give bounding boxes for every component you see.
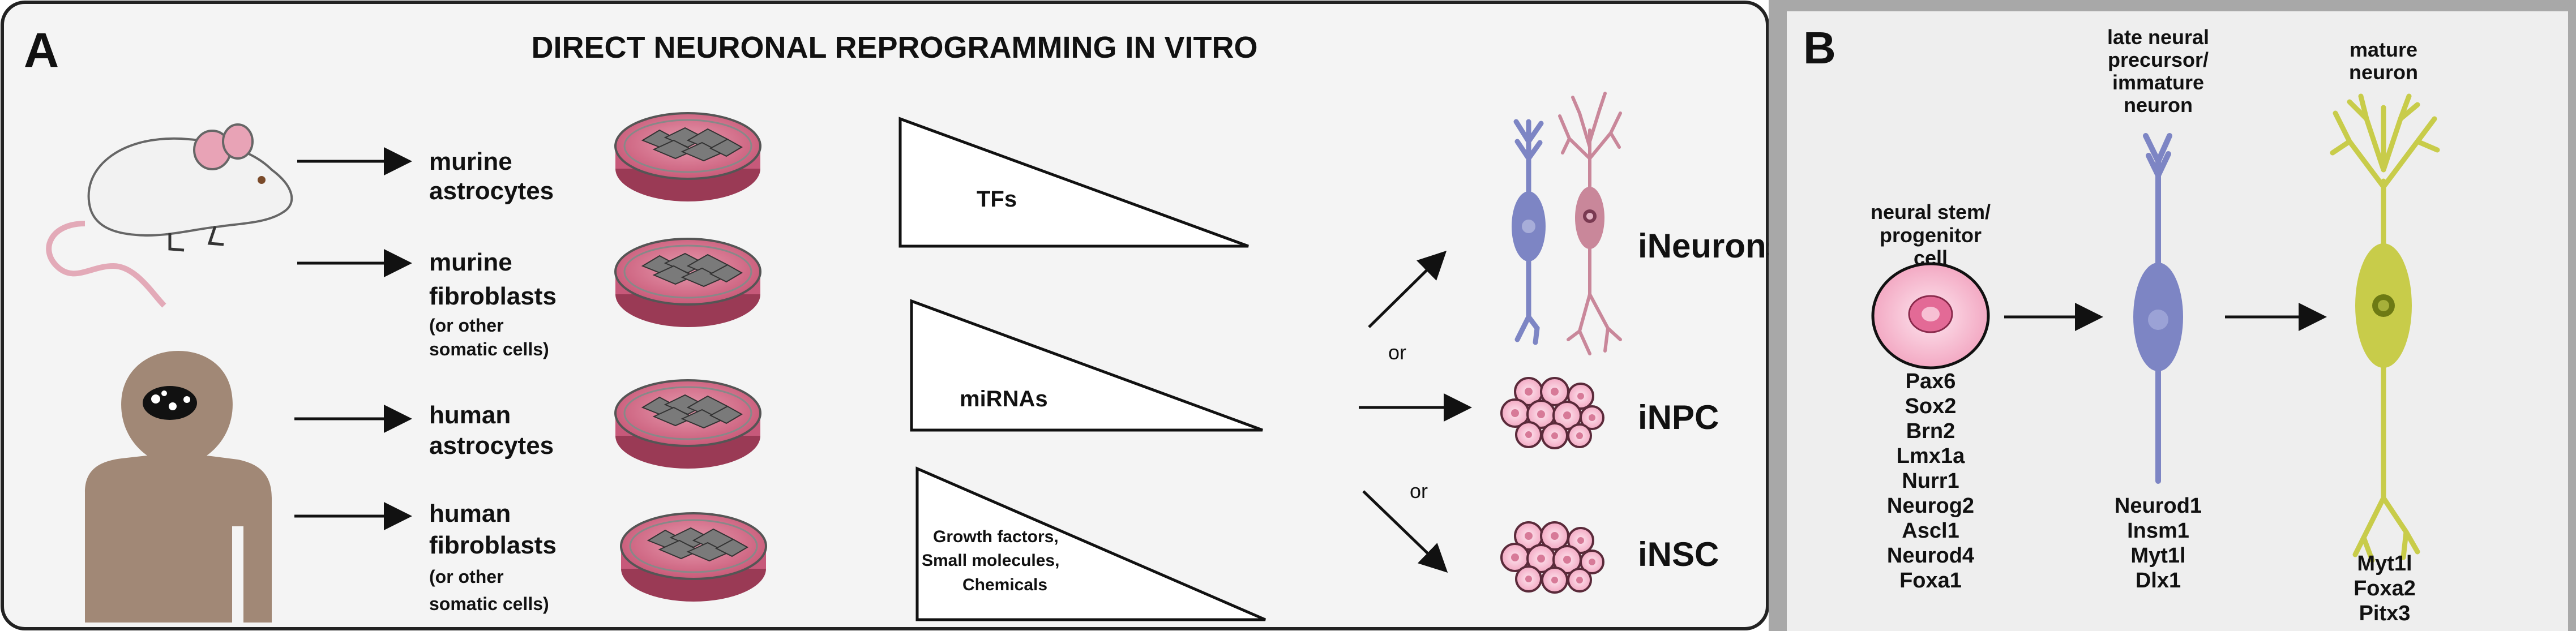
source-human-astrocytes: human astrocytes — [429, 401, 554, 460]
neuron-icon — [1512, 119, 1546, 345]
arrow-to-ineurons — [1368, 250, 1447, 328]
outcome-ineurons: iNeurons — [1638, 227, 1785, 265]
source-murine-fibroblasts: murine fibroblasts (or other somatic cel… — [429, 248, 557, 359]
gene-label: Myt1l — [2130, 544, 2185, 568]
svg-text:late neural: late neural — [2107, 25, 2209, 49]
petri-dish-icon — [614, 379, 761, 470]
svg-text:somatic cells): somatic cells) — [429, 339, 549, 359]
svg-text:murine: murine — [429, 148, 512, 175]
gene-label: Myt1l — [2357, 552, 2412, 576]
gene-label: Nurr1 — [1902, 469, 1959, 493]
svg-text:neural stem/: neural stem/ — [1871, 200, 1991, 224]
gene-label: Dlx1 — [2136, 569, 2181, 593]
panel-a-title: DIRECT NEURONAL REPROGRAMMING IN VITRO — [531, 31, 1257, 65]
svg-text:progenitor: progenitor — [1880, 224, 1982, 247]
gene-label: Pitx3 — [2359, 602, 2411, 625]
stage3-gene-list: Myt1l Foxa2 Pitx3 — [2354, 552, 2416, 625]
stage2-gene-list: Neurod1 Insm1 Myt1l Dlx1 — [2115, 494, 2202, 593]
svg-text:neuron: neuron — [2124, 93, 2193, 117]
svg-text:mature: mature — [2350, 38, 2417, 61]
gene-label: Foxa2 — [2354, 577, 2416, 600]
gene-label: Brn2 — [1906, 419, 1955, 443]
gene-label: Neurod4 — [1887, 544, 1974, 568]
factor-mirnas: miRNAs — [910, 299, 1263, 432]
gene-label: Insm1 — [2127, 519, 2189, 543]
source-murine-astrocytes: murine astrocytes — [429, 148, 554, 205]
svg-text:fibroblasts: fibroblasts — [429, 282, 557, 310]
svg-text:murine: murine — [429, 248, 512, 276]
immature-neuron-icon — [2133, 133, 2183, 484]
factor-growth: Growth factors, Small molecules, Chemica… — [915, 466, 1266, 621]
neuron-icon — [1558, 92, 1622, 355]
stage-immature-neuron-label: late neural precursor/ immature neuron — [2107, 25, 2209, 117]
stage1-gene-list: Pax6 Sox2 Brn2 Lmx1a Nurr1 Neurog2 Ascl1… — [1887, 370, 1974, 593]
mouse-icon — [46, 123, 293, 308]
cell-cluster-icon — [1500, 377, 1604, 449]
svg-text:miRNAs: miRNAs — [960, 387, 1048, 411]
svg-text:neuron: neuron — [2349, 61, 2418, 84]
gene-label: Lmx1a — [1897, 444, 1965, 468]
svg-text:(or other: (or other — [429, 315, 504, 336]
gene-label: Pax6 — [1906, 370, 1956, 393]
panel-b-letter: B — [1803, 23, 1836, 73]
gene-label: Foxa1 — [1899, 569, 1962, 593]
gene-label: Neurod1 — [2115, 494, 2202, 518]
svg-text:immature: immature — [2112, 71, 2204, 94]
svg-text:precursor/: precursor/ — [2108, 48, 2209, 71]
factor-tfs: TFs — [898, 117, 1249, 248]
panel-a-frame — [1, 1, 1769, 630]
outcome-insc: iNSC — [1638, 535, 1719, 573]
svg-text:astrocytes: astrocytes — [429, 432, 554, 460]
source-human-fibroblasts: human fibroblasts (or other somatic cell… — [429, 500, 557, 614]
svg-text:Small molecules,: Small molecules, — [922, 551, 1059, 570]
svg-text:Growth factors,: Growth factors, — [933, 527, 1059, 546]
gene-label: Neurog2 — [1887, 494, 1974, 518]
or-label-top: or — [1388, 341, 1406, 364]
svg-text:astrocytes: astrocytes — [429, 177, 554, 205]
progenitor-cell-icon — [1871, 262, 1990, 370]
petri-dish-icon — [614, 238, 761, 328]
or-label-bottom: or — [1410, 479, 1428, 503]
gene-label: Sox2 — [1905, 394, 1957, 418]
mature-neuron-icon — [2330, 93, 2440, 563]
svg-text:human: human — [429, 401, 511, 429]
panel-a-letter: A — [24, 23, 59, 78]
petri-dish-icon — [614, 112, 761, 203]
stage-mature-neuron-label: mature neuron — [2349, 38, 2418, 84]
svg-text:somatic cells): somatic cells) — [429, 594, 549, 614]
human-silhouette-icon — [85, 351, 272, 623]
svg-text:fibroblasts: fibroblasts — [429, 531, 557, 559]
svg-text:human: human — [429, 500, 511, 527]
gene-label: Ascl1 — [1902, 519, 1959, 543]
svg-text:(or other: (or other — [429, 566, 504, 587]
arrow-to-insc — [1362, 490, 1448, 573]
outcome-inpc: iNPC — [1638, 398, 1719, 436]
petri-dish-icon — [620, 512, 767, 603]
svg-text:Chemicals: Chemicals — [962, 576, 1047, 594]
svg-text:TFs: TFs — [977, 187, 1017, 212]
cell-cluster-icon — [1500, 521, 1604, 594]
